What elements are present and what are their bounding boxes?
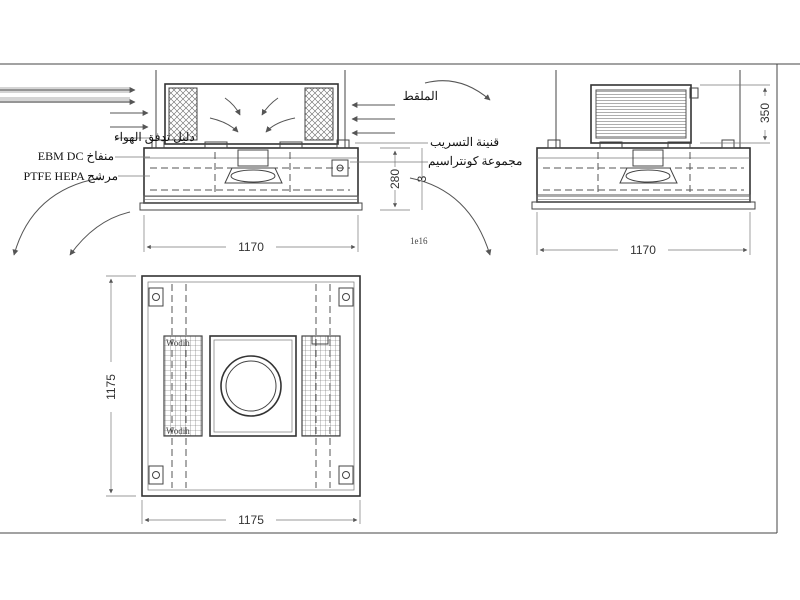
- label-intake: الملقط: [403, 89, 438, 103]
- note-code: 1e16: [410, 236, 428, 246]
- dim-side-offset: 3: [415, 175, 429, 182]
- drawing-frame: [0, 63, 800, 534]
- dim-body-height: 280: [388, 169, 402, 189]
- callout-labels: دليل تدفق الهواء EBM DC منفاخ PTFE HEPA …: [24, 89, 523, 183]
- plan-view: [141, 275, 361, 497]
- leader-lines: [115, 137, 428, 177]
- label-condenser-group: مجموعة كونتراسيم: [428, 154, 522, 168]
- dim-plan-width: 1175: [238, 513, 264, 527]
- front-dimensions: [143, 147, 423, 252]
- side-view: [531, 70, 756, 210]
- dim-side-width: 1170: [630, 243, 656, 257]
- dim-coil-height: 350: [758, 103, 772, 123]
- dim-front-width: 1170: [238, 240, 264, 254]
- dim-plan-depth: 1175: [104, 374, 118, 400]
- brand-label-bottom: Wodin: [166, 426, 190, 436]
- misc-annotations: 1e16 Wodin Wodin: [166, 236, 428, 436]
- airflow-arrows: [0, 80, 492, 256]
- label-air-flow-guide: دليل تدفق الهواء: [114, 130, 195, 144]
- side-dimensions: [536, 84, 770, 255]
- label-drain-channel: قنينة التسريب: [430, 135, 499, 149]
- dimension-labels: 1170 1170 1175 1175 280 350 3: [104, 103, 772, 527]
- label-ebm-fan: EBM DC منفاخ: [38, 149, 114, 163]
- label-hepa-filter: PTFE HEPA مرشح: [24, 169, 118, 183]
- brand-label-top: Wodin: [166, 338, 190, 348]
- plan-dimensions: [106, 275, 361, 524]
- front-view: [139, 70, 363, 211]
